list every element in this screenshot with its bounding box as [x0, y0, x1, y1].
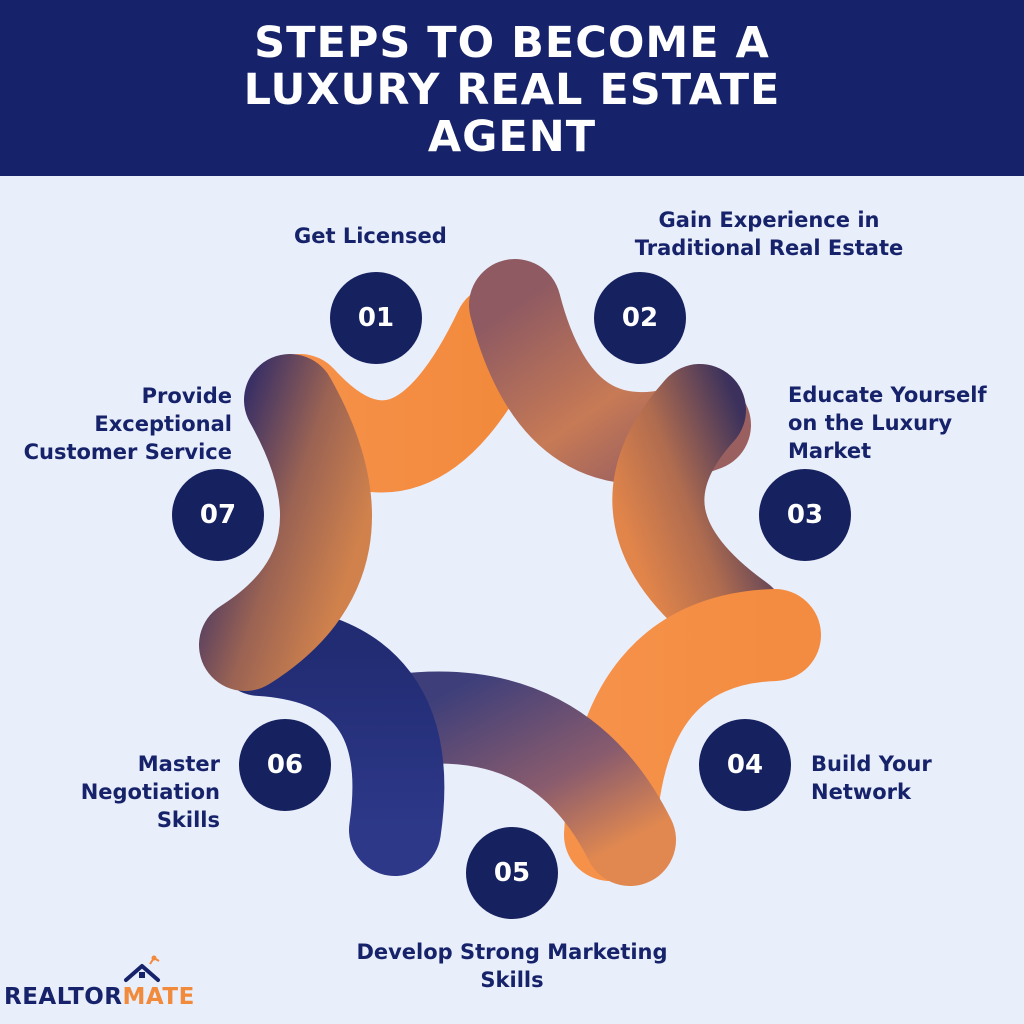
house-roof-icon — [124, 955, 160, 982]
step-label-01: Get Licensed — [294, 224, 447, 248]
ring-arc-3 — [612, 364, 786, 666]
step-badge-06: 06 — [239, 719, 331, 811]
step-badge-07: 07 — [172, 469, 264, 561]
ring-arc-7 — [199, 354, 372, 691]
logo-text: REALTORMATE — [4, 984, 195, 1010]
title-banner: STEPS TO BECOME A LUXURY REAL ESTATE AGE… — [0, 0, 1024, 176]
step-badge-05: 05 — [466, 827, 558, 919]
step-badge-01: 01 — [330, 272, 422, 364]
step-badge-03: 03 — [759, 469, 851, 561]
page-title: STEPS TO BECOME A LUXURY REAL ESTATE AGE… — [243, 17, 781, 162]
ring-arcs — [199, 259, 821, 886]
step-badge-02: 02 — [594, 272, 686, 364]
step-badge-04: 04 — [699, 719, 791, 811]
realtormate-logo: REALTORMATE — [4, 950, 214, 1012]
ring-arc-5 — [354, 671, 676, 886]
